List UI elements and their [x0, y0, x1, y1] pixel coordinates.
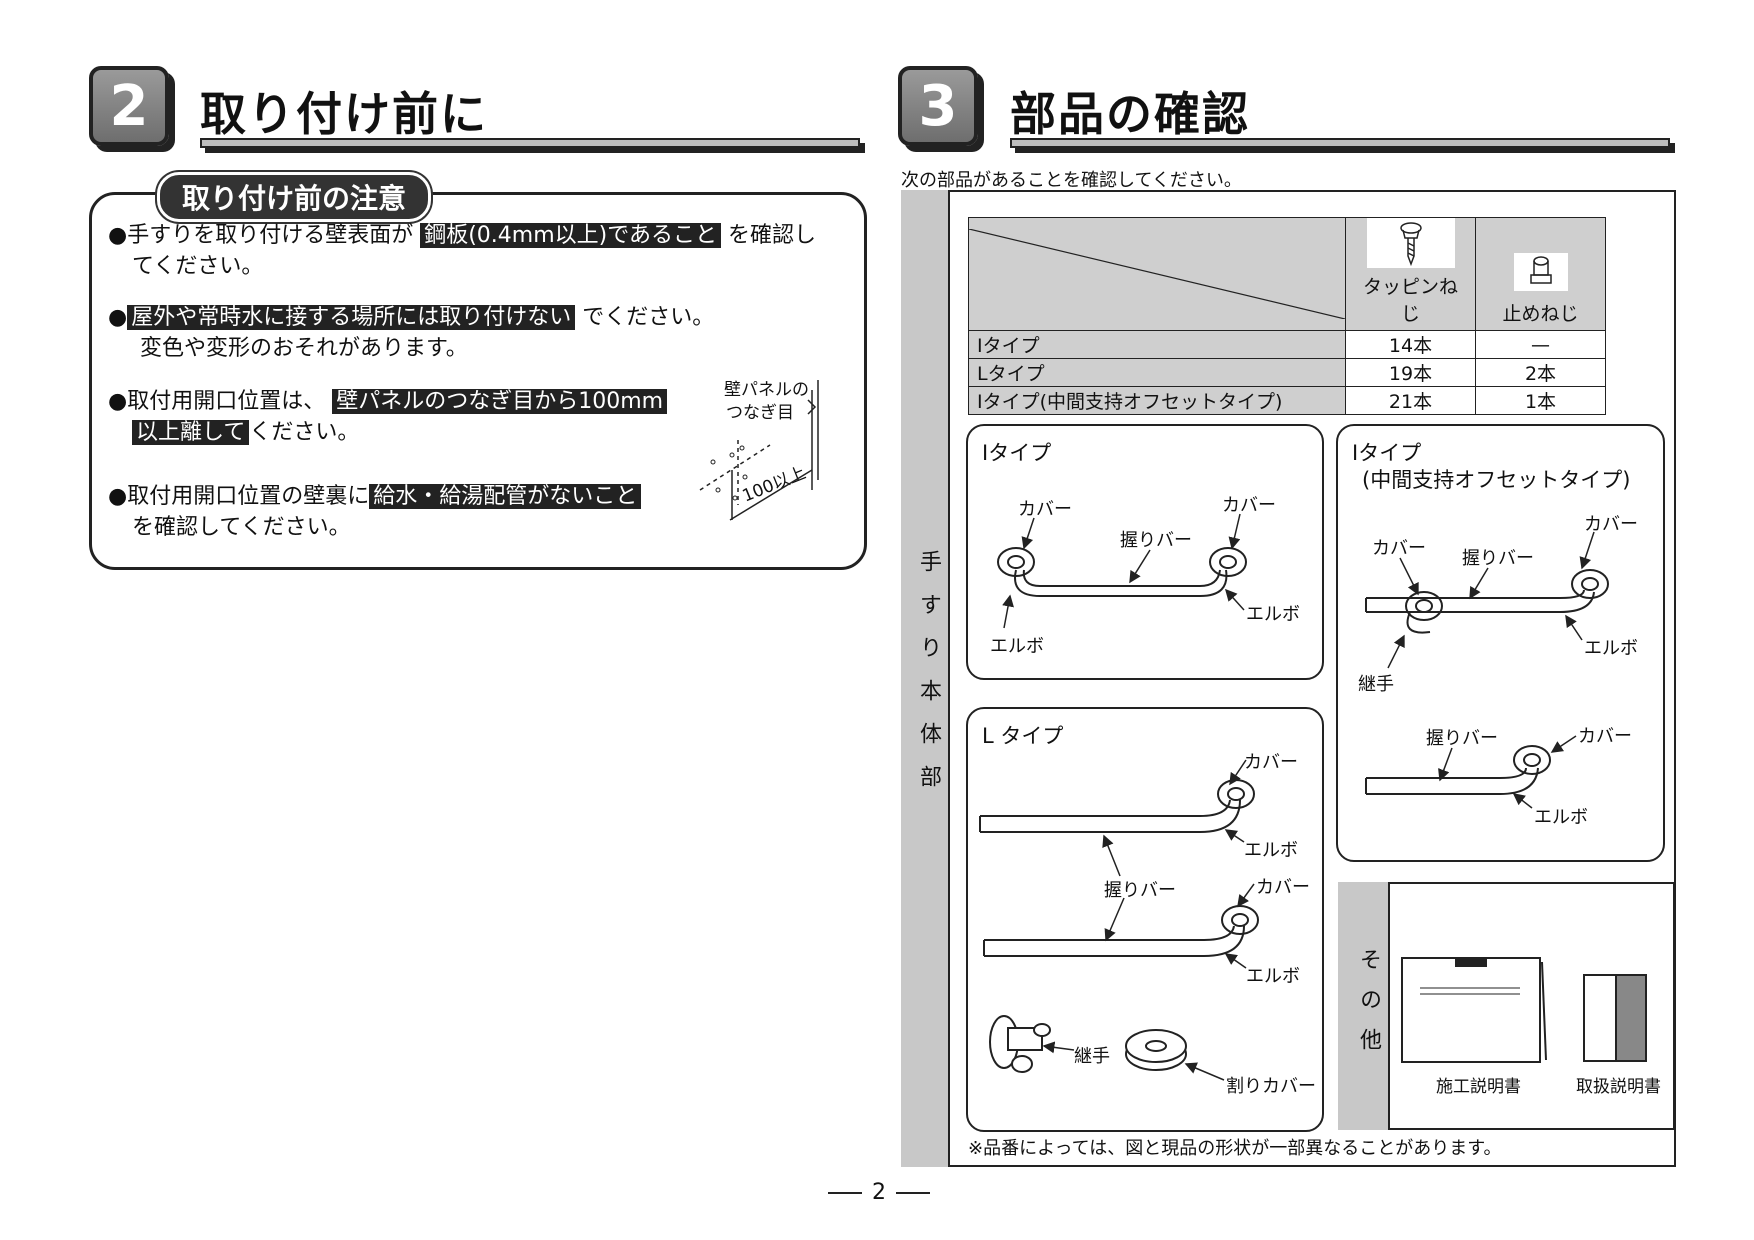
label-joint: 継手: [1358, 674, 1394, 695]
label-joint: 継手: [1074, 1046, 1110, 1067]
label-cover: カバー: [1256, 877, 1310, 898]
panel-offset-subtitle: (中間支持オフセットタイプ): [1362, 468, 1631, 492]
section-2-title: 取り付け前に: [200, 87, 488, 141]
bullet-4: ●取付用開口位置の壁裏に給水・給湯配管がないこと を確認してください。: [108, 481, 642, 543]
label-grip: 握りバー: [1426, 728, 1498, 749]
label-elbow: エルボ: [1246, 966, 1300, 987]
page-number: 2: [828, 1180, 930, 1205]
other-label: その他: [1356, 948, 1381, 1068]
section-2-rule: [200, 138, 860, 148]
highlight: 鋼板(0.4mm以上)であること: [420, 223, 721, 248]
label-grip: 握りバー: [1462, 548, 1534, 569]
side-strip: [901, 190, 950, 1167]
section-number: 3: [918, 73, 958, 139]
section-3-badge: 3: [898, 66, 978, 146]
section-3-rule: [1010, 138, 1670, 148]
highlight: 以上離して: [132, 420, 250, 445]
panel-i-title: Ⅰタイプ: [982, 441, 1052, 465]
notice-tab: 取り付け前の注意: [157, 172, 432, 222]
label-cover: カバー: [1244, 752, 1298, 773]
other-strip: [1338, 882, 1390, 1130]
label-elbow: エルボ: [990, 636, 1044, 657]
bullet-2: ●屋外や常時水に接する場所には取り付けない でください。 変色や変形のおそれがあ…: [108, 305, 715, 361]
diagram-label-2: つなぎ目: [726, 403, 794, 423]
section-number: 2: [109, 73, 149, 139]
doc-user-manual: 取扱説明書: [1576, 1077, 1661, 1097]
table-corner: [968, 217, 1346, 331]
section-3-title: 部品の確認: [1010, 87, 1250, 141]
label-elbow: エルボ: [1534, 807, 1588, 828]
label-elbow: エルボ: [1244, 840, 1298, 861]
parts-table: タッピンねじ 止めねじ Ⅰタイプ 14本 — Lタイプ 19本 2本 Ⅰタイプ(: [968, 217, 1606, 415]
highlight: 壁パネルのつなぎ目から100mm: [332, 389, 668, 414]
doc-installation-manual: 施工説明書: [1436, 1077, 1521, 1097]
footnote: ※品番によっては、図と現品の形状が一部異なることがあります。: [968, 1138, 1502, 1159]
col-tapping-screw: タッピンねじ: [1345, 217, 1476, 331]
table-row: Ⅰタイプ 14本 —: [968, 330, 1606, 359]
label-cover: カバー: [1018, 499, 1072, 520]
label-grip: 握りバー: [1104, 880, 1176, 901]
tapping-screw-icon: [1366, 218, 1455, 268]
table-row: Ⅰタイプ(中間支持オフセットタイプ) 21本 1本: [968, 386, 1606, 415]
section-3-intro: 次の部品があることを確認してください。: [901, 170, 1242, 191]
section-2-badge: 2: [89, 66, 169, 146]
label-elbow: エルボ: [1246, 604, 1300, 625]
highlight: 給水・給湯配管がないこと: [369, 484, 642, 509]
highlight: 屋外や常時水に接する場所には取り付けない: [127, 305, 576, 330]
side-label: 手すり本体部: [916, 550, 941, 808]
label-cover: カバー: [1578, 726, 1632, 747]
panel-l-title: L タイプ: [982, 724, 1064, 748]
brand-logo: TOTO: [1450, 966, 1483, 977]
label-cover: カバー: [1372, 538, 1426, 559]
col-set-screw: 止めねじ: [1475, 217, 1606, 331]
bullet-1: ●手すりを取り付ける壁表面が 鋼板(0.4mm以上)であること を確認し てくだ…: [108, 223, 817, 279]
label-elbow: エルボ: [1584, 638, 1638, 659]
set-screw-icon: [1513, 253, 1568, 291]
label-split-cover: 割りカバー: [1226, 1076, 1316, 1097]
label-grip: 握りバー: [1120, 530, 1192, 551]
bullet-3: ●取付用開口位置は、 壁パネルのつなぎ目から100mm 以上離してください。: [108, 386, 668, 448]
label-cover: カバー: [1584, 514, 1638, 535]
label-cover: カバー: [1222, 495, 1276, 516]
table-row: Lタイプ 19本 2本: [968, 358, 1606, 387]
notice-box: [89, 192, 867, 570]
diagram-label-1: 壁パネルの: [724, 380, 809, 400]
panel-offset-title: Ⅰタイプ: [1352, 441, 1422, 465]
